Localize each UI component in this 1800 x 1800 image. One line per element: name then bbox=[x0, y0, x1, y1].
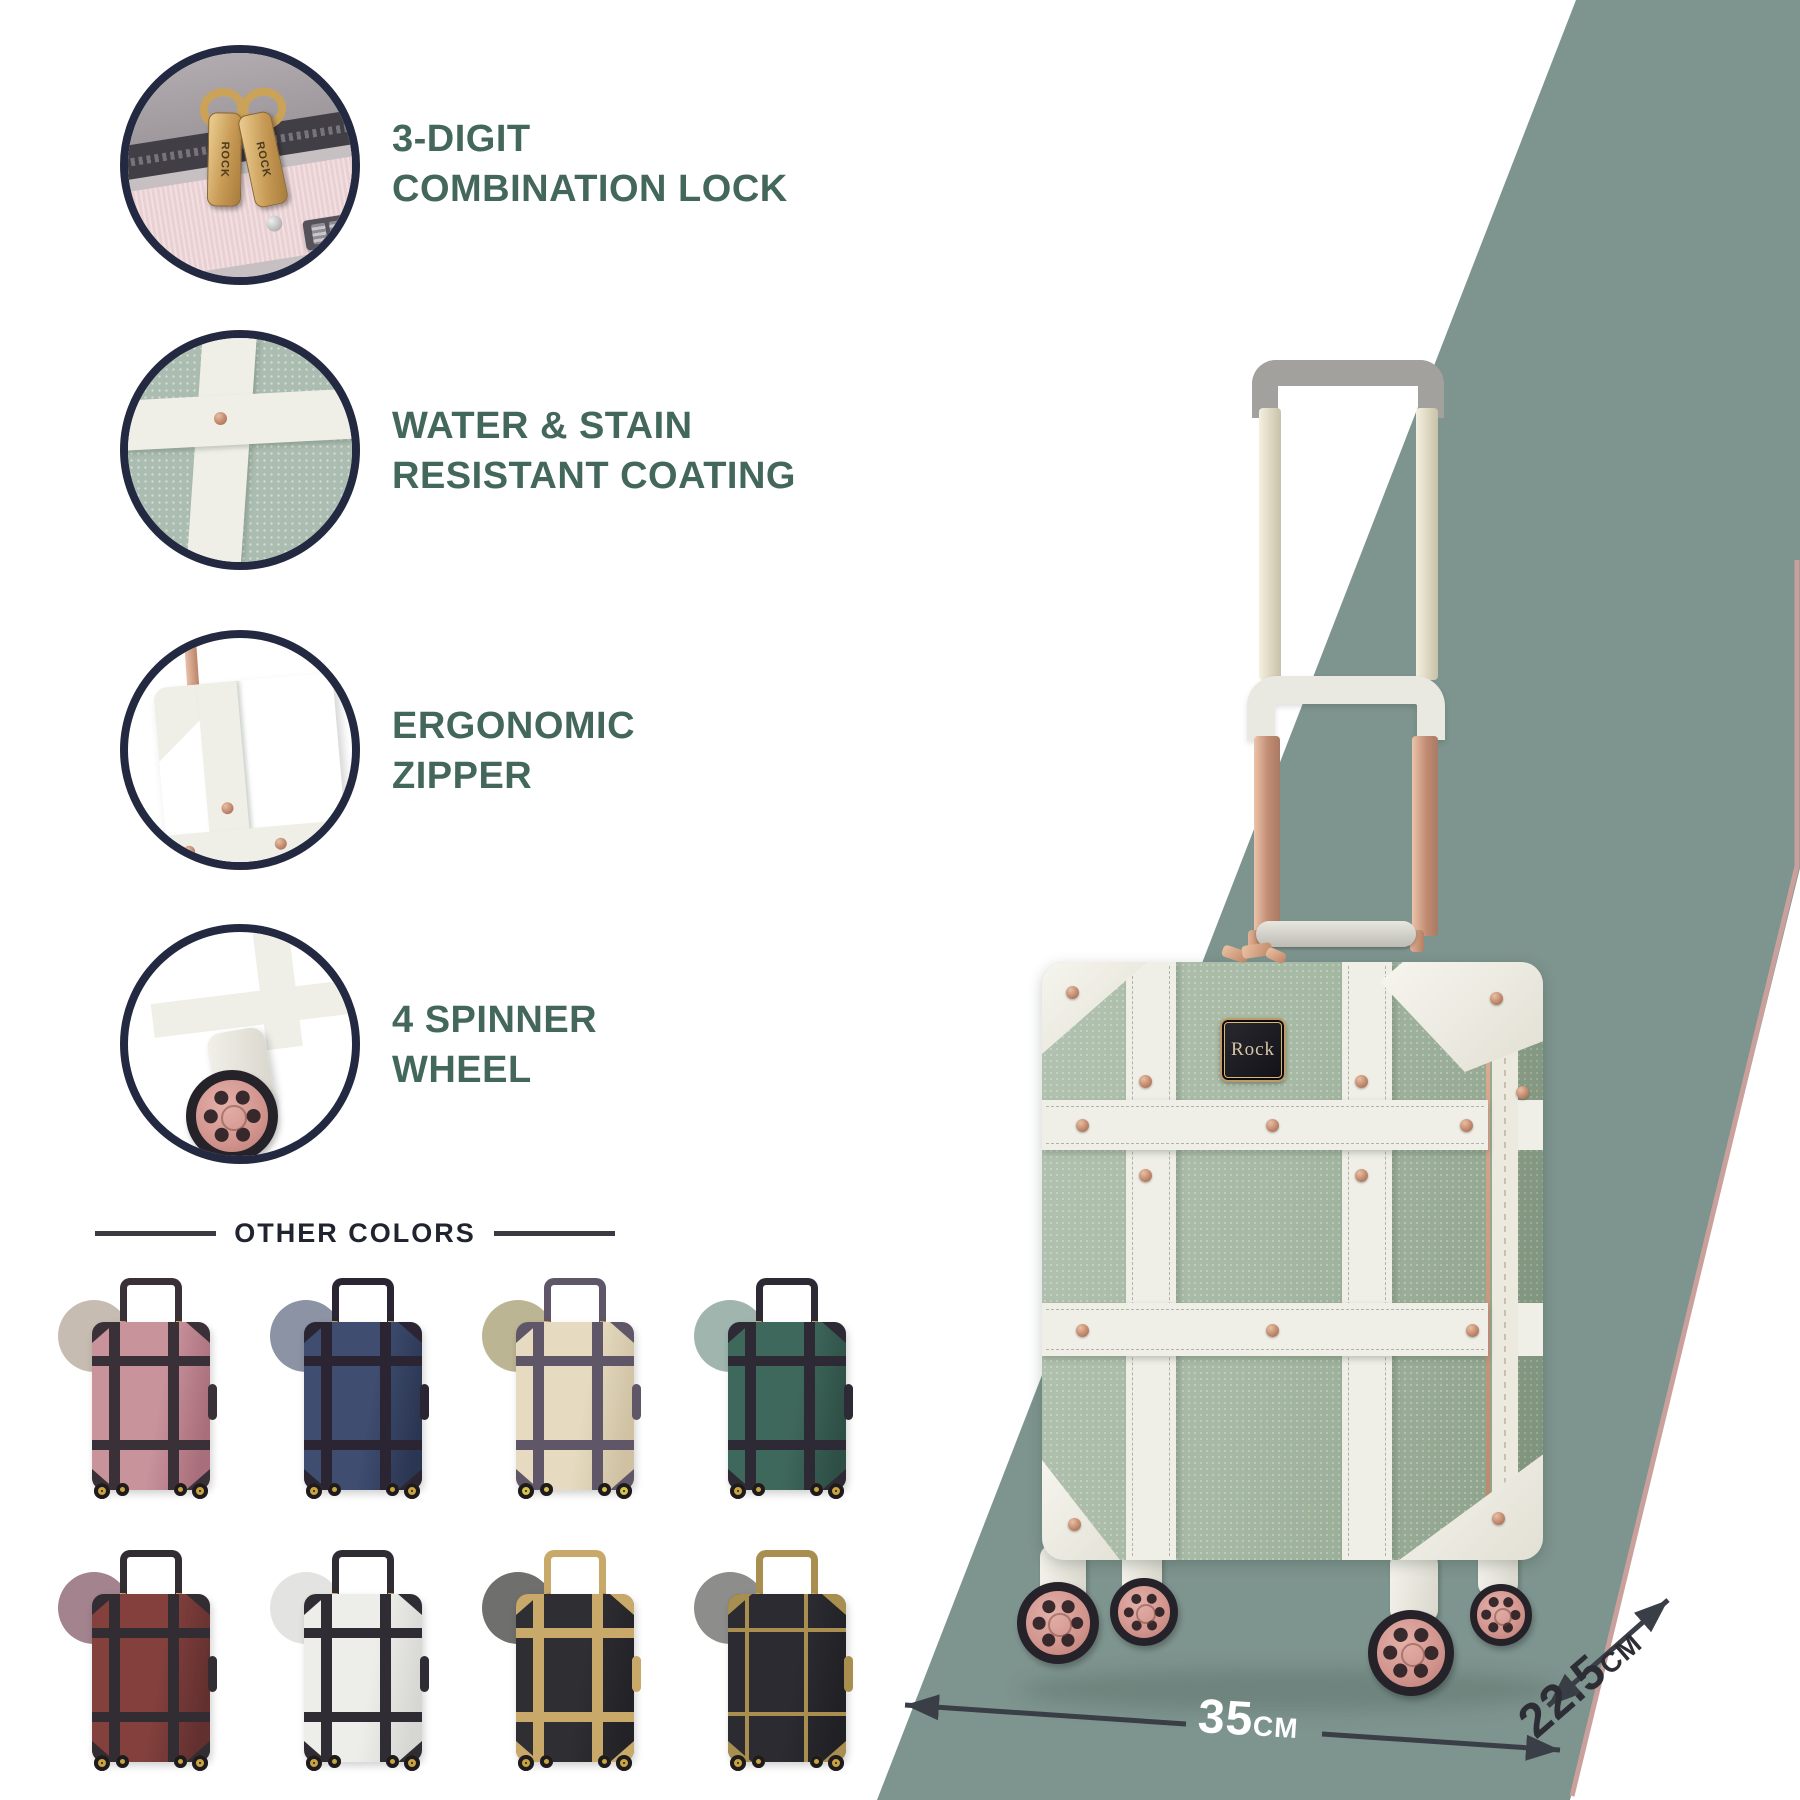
spinner-wheel bbox=[186, 1070, 278, 1156]
side-strap bbox=[1518, 1303, 1543, 1356]
width-arrow-right bbox=[1321, 1731, 1561, 1761]
mini-suitcase bbox=[92, 1594, 217, 1762]
variant-white bbox=[264, 1528, 476, 1800]
trolley-pole bbox=[1416, 408, 1438, 680]
other-colors-label: OTHER COLORS bbox=[234, 1218, 476, 1248]
divider-line bbox=[95, 1231, 217, 1236]
trolley-pole bbox=[1412, 736, 1438, 936]
variant-burgundy bbox=[52, 1528, 264, 1800]
case-corner-photo bbox=[152, 672, 352, 862]
brand-badge: Rock bbox=[1220, 1018, 1286, 1082]
color-variants-grid bbox=[52, 1256, 900, 1800]
feature-image-coating bbox=[120, 330, 360, 570]
mini-trolley bbox=[544, 1278, 606, 1347]
variant-cream bbox=[476, 1256, 688, 1528]
zipper-piping bbox=[1486, 962, 1490, 1560]
mini-trolley bbox=[756, 1278, 818, 1347]
case-shadow bbox=[1020, 1668, 1560, 1712]
variant-rose-gold bbox=[52, 1256, 264, 1528]
spinner-wheel bbox=[1017, 1582, 1099, 1664]
mini-trolley bbox=[120, 1278, 182, 1347]
zipper-pull: ROCK bbox=[206, 112, 243, 207]
spinner-wheel bbox=[1368, 1610, 1454, 1696]
mini-trolley bbox=[544, 1550, 606, 1619]
depth-arrow bbox=[1546, 1598, 1670, 1708]
feature-image-zipper bbox=[120, 630, 360, 870]
mini-suitcase bbox=[92, 1322, 217, 1490]
variant-navy bbox=[264, 1256, 476, 1528]
spinner-wheel bbox=[1470, 1584, 1532, 1646]
width-dimension-label: 35CM bbox=[1196, 1689, 1300, 1747]
other-colors-heading: OTHER COLORS bbox=[95, 1218, 616, 1249]
trolley-pole bbox=[1254, 736, 1280, 936]
spinner-wheel bbox=[1110, 1578, 1178, 1646]
mini-trolley bbox=[120, 1550, 182, 1619]
variant-black-gold bbox=[476, 1528, 688, 1800]
variant-teal bbox=[688, 1256, 900, 1528]
width-arrow-left bbox=[904, 1694, 1187, 1727]
mini-suitcase bbox=[304, 1322, 429, 1490]
variant-black bbox=[688, 1528, 900, 1800]
rivet bbox=[214, 412, 227, 425]
combination-lock-photo: ROCK ROCK bbox=[128, 53, 352, 277]
carry-handle bbox=[1256, 921, 1416, 947]
white-strap-vertical bbox=[1342, 962, 1392, 1560]
mini-suitcase bbox=[728, 1322, 853, 1490]
mini-trolley bbox=[332, 1278, 394, 1347]
white-strap-vertical bbox=[1126, 962, 1176, 1560]
side-strap bbox=[1518, 1100, 1543, 1150]
white-strap-horizontal bbox=[1042, 1303, 1488, 1356]
suitcase-body: Rock bbox=[1042, 962, 1543, 1560]
feature-image-spinner-wheel bbox=[120, 924, 360, 1164]
brand-name: Rock bbox=[1230, 1039, 1276, 1060]
band-edge-line bbox=[1569, 560, 1800, 1797]
trolley-pole bbox=[1259, 408, 1281, 680]
white-strap-horizontal bbox=[1042, 1100, 1488, 1150]
mini-suitcase bbox=[516, 1594, 641, 1762]
mini-suitcase bbox=[516, 1322, 641, 1490]
mini-trolley bbox=[332, 1550, 394, 1619]
feature-image-combination-lock: ROCK ROCK bbox=[120, 45, 360, 285]
mini-suitcase bbox=[304, 1594, 429, 1762]
mini-trolley bbox=[756, 1550, 818, 1619]
trolley-handle-second bbox=[1247, 676, 1445, 740]
zipper-pulls bbox=[1220, 940, 1288, 966]
side-zipper bbox=[1492, 962, 1518, 1560]
divider-line bbox=[493, 1231, 616, 1236]
trolley-handle-top bbox=[1252, 360, 1444, 418]
mini-suitcase bbox=[728, 1594, 853, 1762]
